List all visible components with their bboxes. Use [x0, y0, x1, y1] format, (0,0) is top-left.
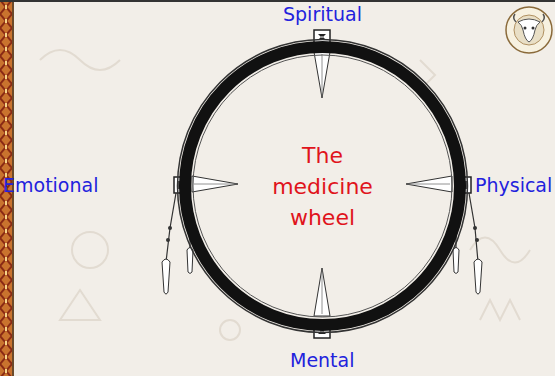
direction-label: Mental: [290, 348, 355, 372]
direction-label: Emotional: [3, 173, 98, 197]
direction-label: Physical: [475, 173, 552, 197]
wheel-ring: The medicine wheel: [176, 38, 469, 334]
direction-label: Spiritual: [283, 2, 362, 26]
wheel-title: The medicine wheel: [263, 140, 383, 233]
center-area: The medicine wheel: [176, 38, 469, 334]
